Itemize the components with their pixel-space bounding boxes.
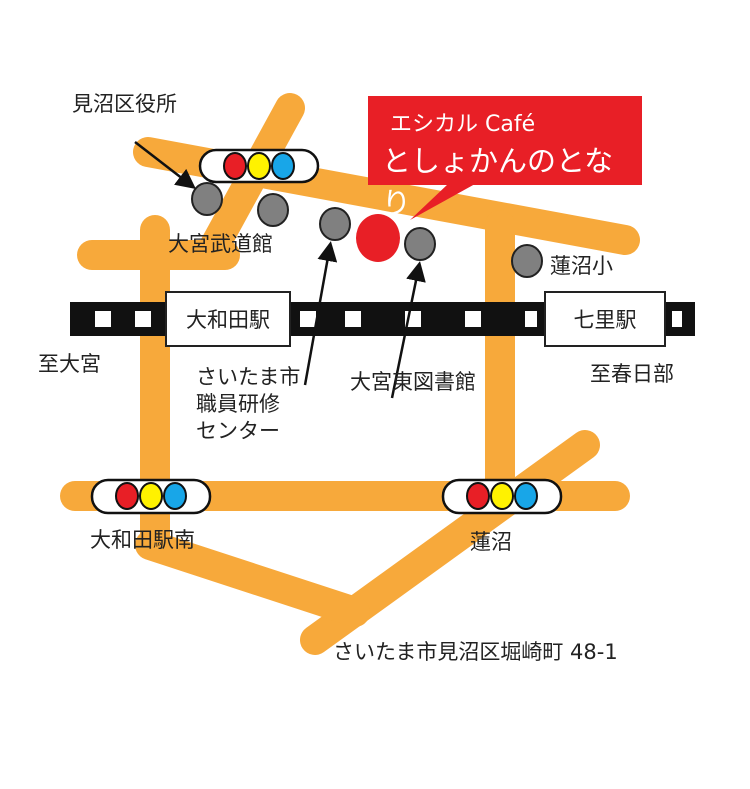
label-to-kasukabe: 至春日部: [590, 362, 674, 386]
label-ward-office: 見沼区役所: [72, 92, 177, 116]
callout-line2: としょかんのとなり: [382, 144, 614, 220]
arrow-library: [390, 261, 426, 399]
destination-callout: エシカル Café としょかんのとなり: [368, 96, 642, 220]
road-southwest-diagonal: [135, 530, 370, 627]
station-nanasato: 七里駅: [544, 291, 666, 347]
library-marker: [404, 227, 436, 261]
address: さいたま市見沼区堀崎町 48-1: [333, 640, 618, 664]
arrow-training-center: [303, 241, 338, 386]
arrows: [134, 141, 426, 399]
destination-marker: [356, 214, 400, 262]
traffic-light-north: [198, 148, 320, 184]
label-library: 大宮東図書館: [350, 370, 476, 394]
label-to-omiya: 至大宮: [38, 352, 101, 376]
callout-line1: エシカル Café: [390, 112, 536, 137]
label-training-center-2: 職員研修: [196, 392, 280, 416]
ward-office-marker: [191, 182, 223, 216]
label-budokan: 大宮武道館: [168, 232, 273, 256]
label-hasunuma: 蓮沼: [470, 530, 512, 554]
arrow-ward-office: [134, 141, 196, 190]
label-school: 蓮沼小: [550, 254, 613, 278]
budokan-marker: [257, 193, 289, 227]
callout-pointer: [410, 184, 475, 220]
traffic-light-hasunuma: [441, 478, 563, 515]
station-owada: 大和田駅: [165, 291, 291, 347]
school-marker: [511, 244, 543, 278]
label-training-center-3: センター: [196, 419, 280, 443]
label-owada-south: 大和田駅南: [90, 528, 195, 552]
label-training-center-1: さいたま市: [196, 365, 301, 389]
traffic-light-owada-south: [90, 478, 212, 515]
training-center-marker: [319, 207, 351, 241]
landmark-markers: [191, 182, 543, 278]
